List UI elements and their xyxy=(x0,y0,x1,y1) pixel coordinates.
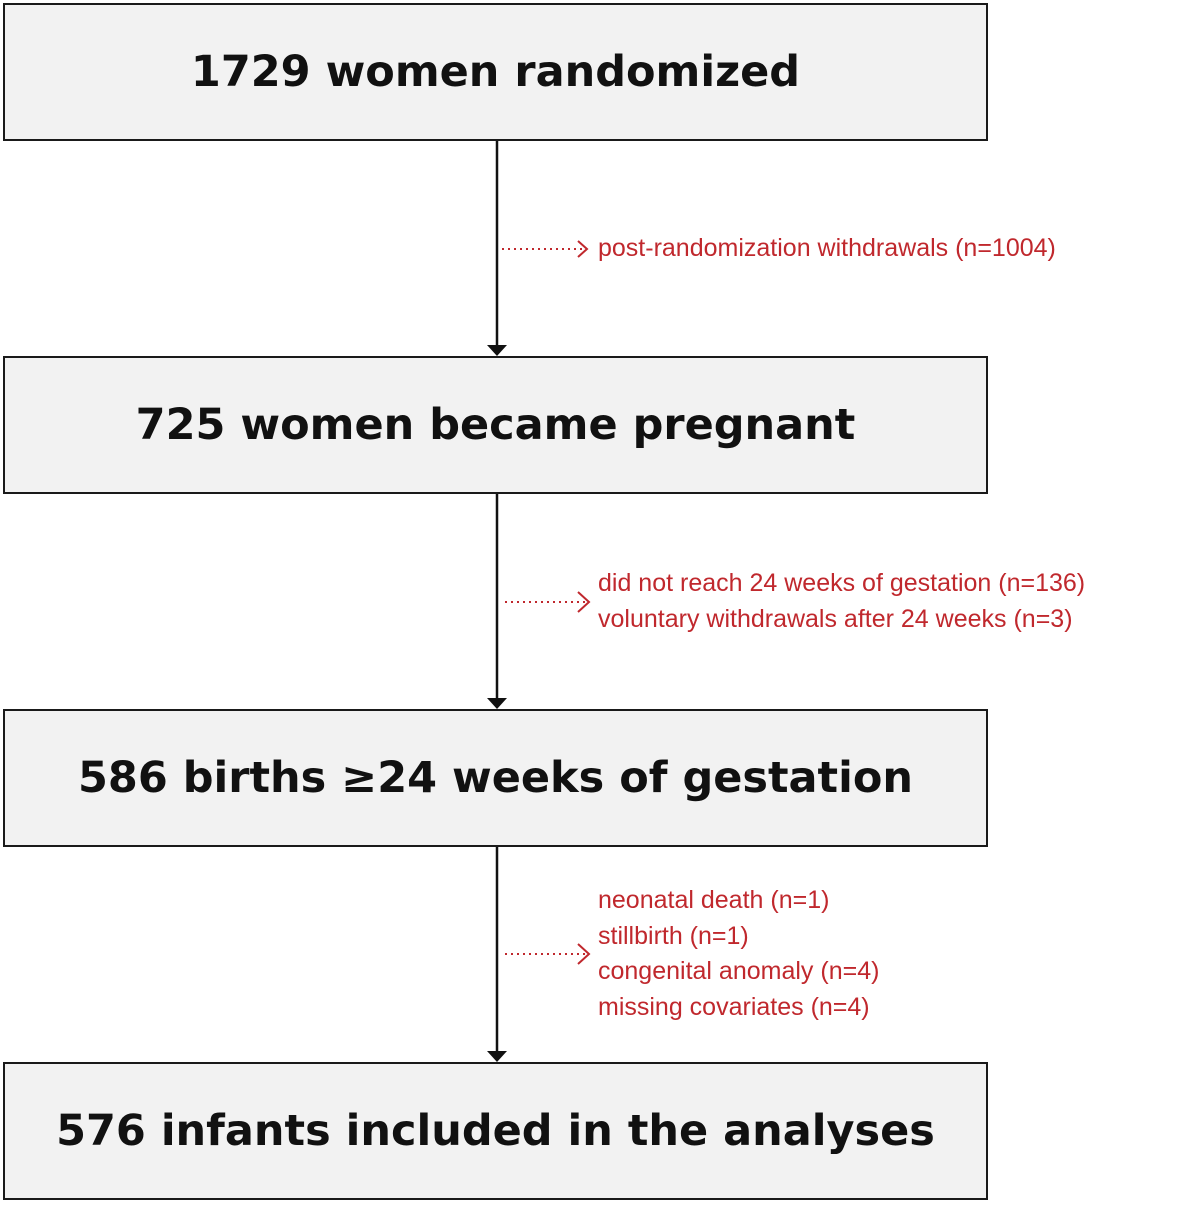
box-births: 586 births ≥24 weeks of gestation xyxy=(3,709,988,847)
exclusion-line: voluntary withdrawals after 24 weeks (n=… xyxy=(598,604,1073,633)
exclusion-note-1: post-randomization withdrawals (n=1004) xyxy=(598,231,1056,267)
exclusion-arrow-2 xyxy=(505,591,591,613)
exclusion-line: missing covariates (n=4) xyxy=(598,992,870,1021)
exclusion-line: stillbirth (n=1) xyxy=(598,921,749,950)
exclusion-line: did not reach 24 weeks of gestation (n=1… xyxy=(598,569,1086,597)
box-pregnant: 725 women became pregnant xyxy=(3,356,988,494)
box-infants-included: 576 infants included in the analyses xyxy=(3,1062,988,1200)
exclusion-line: neonatal death (n=1) xyxy=(598,886,830,914)
main-arrow-2 xyxy=(487,494,507,709)
exclusion-note-2: did not reach 24 weeks of gestation (n=1… xyxy=(598,566,1085,637)
main-arrow-3 xyxy=(487,847,507,1062)
exclusion-line: post-randomization withdrawals (n=1004) xyxy=(598,234,1056,262)
box-randomized: 1729 women randomized xyxy=(3,3,988,141)
exclusion-line: congenital anomaly (n=4) xyxy=(598,957,880,985)
exclusion-note-3: neonatal death (n=1) stillbirth (n=1) co… xyxy=(598,883,879,1025)
exclusion-arrow-3 xyxy=(505,943,591,965)
main-arrow-1 xyxy=(487,141,507,356)
exclusion-arrow-1 xyxy=(502,240,589,258)
